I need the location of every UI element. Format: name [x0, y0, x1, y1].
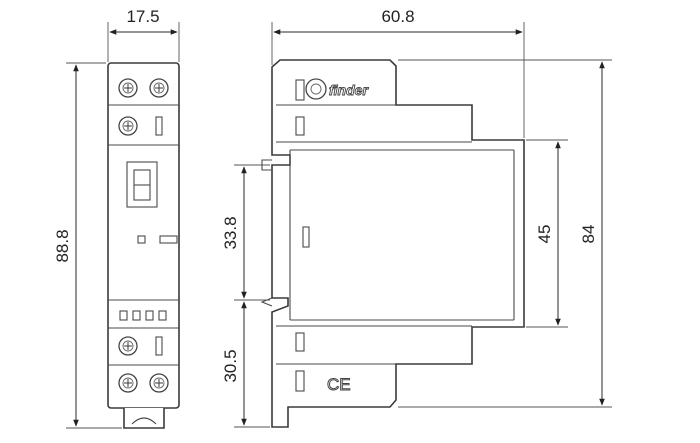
dim-label-front-height: 88.8: [53, 229, 72, 262]
side-view-body: [271, 59, 525, 428]
dim-label-lower-offset: 30.5: [221, 349, 240, 382]
dim-label-overall-height: 84: [579, 225, 598, 244]
front-screw-bottom-left: [118, 373, 138, 393]
front-screw-lower-left: [118, 336, 138, 356]
front-indicator-window: [126, 161, 158, 208]
front-screw-top-left: [118, 78, 138, 98]
finder-logo-text: finder: [329, 82, 369, 98]
front-screw-bottom-right: [149, 373, 169, 393]
front-screw-top-right: [149, 78, 169, 98]
front-view: [107, 62, 180, 429]
dim-side-width: 60.8: [271, 7, 525, 138]
dim-lower-offset: 30.5: [221, 301, 270, 428]
dim-label-side-width: 60.8: [381, 7, 414, 26]
ce-mark: CE: [327, 375, 351, 394]
front-screw-mid-left: [118, 116, 138, 136]
dim-rail-spacing: 33.8: [221, 164, 270, 301]
dim-body-height: 45: [526, 139, 568, 328]
dim-label-body-height: 45: [535, 225, 554, 244]
dim-overall-height: 84: [398, 59, 612, 408]
side-view: finder CE: [260, 59, 525, 428]
finder-logo: finder: [305, 78, 370, 100]
dim-label-front-width: 17.5: [126, 7, 159, 26]
dim-front-height: 88.8: [53, 62, 122, 429]
dim-label-rail-spacing: 33.8: [221, 216, 240, 249]
dim-front-width: 17.5: [107, 7, 180, 62]
